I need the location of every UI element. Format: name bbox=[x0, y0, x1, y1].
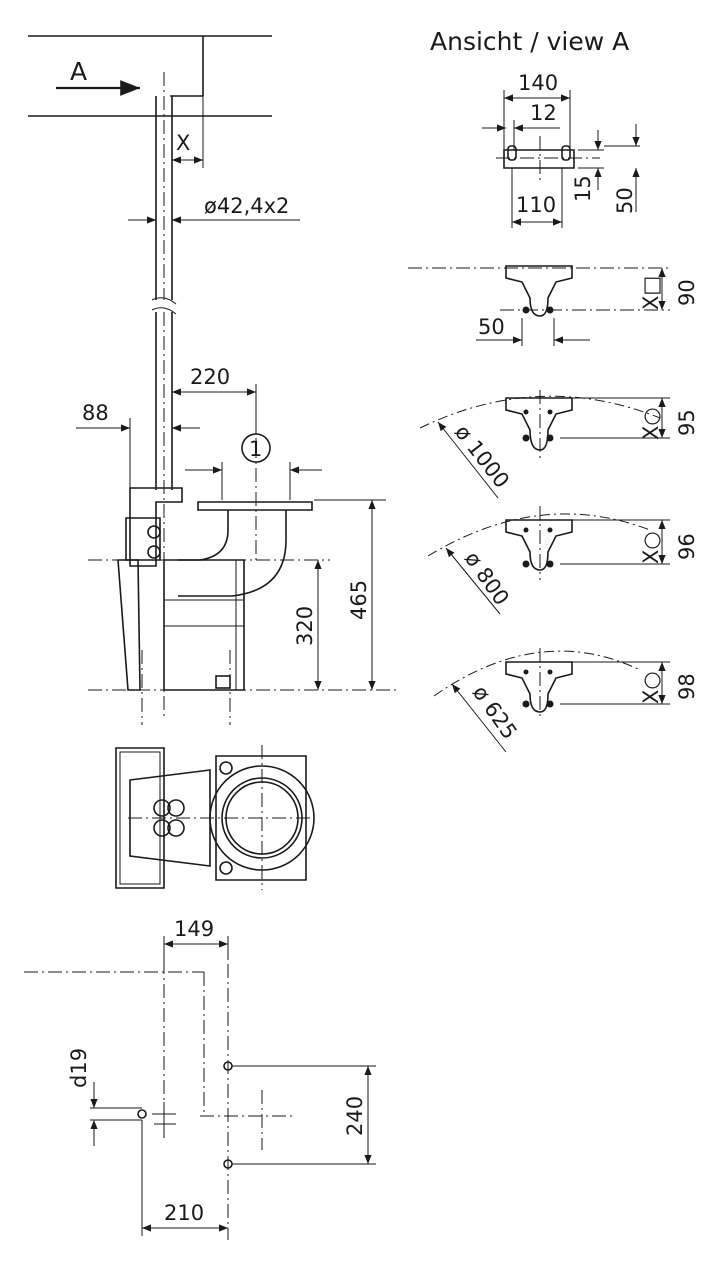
variant-1-x-value: 90 bbox=[675, 279, 699, 306]
dim-d19: d19 bbox=[67, 1048, 98, 1146]
dim-210-label: 210 bbox=[164, 1201, 204, 1225]
dim-110-label: 110 bbox=[516, 193, 556, 217]
variant-3-x-value: 96 bbox=[675, 533, 699, 560]
dim-d19-label: d19 bbox=[67, 1048, 91, 1088]
dim-50-top: 50 bbox=[604, 124, 640, 214]
variant-3-diameter-label: ø 800 bbox=[460, 547, 514, 610]
variant-square: X□ 90 50 bbox=[408, 265, 699, 346]
dim-pipe-diameter: ø42,4x2 bbox=[128, 194, 300, 224]
dim-220: 220 bbox=[172, 365, 257, 430]
dim-210: 210 bbox=[141, 1120, 228, 1236]
dim-149-label: 149 bbox=[174, 917, 214, 941]
view-a-bracket bbox=[496, 136, 600, 180]
callout-1: 1 bbox=[185, 433, 322, 500]
view-arrow-label: A bbox=[70, 57, 87, 86]
dim-220-label: 220 bbox=[190, 365, 230, 389]
dim-240: 240 bbox=[232, 1065, 376, 1165]
dim-50-top-label: 50 bbox=[613, 187, 637, 214]
dim-x: X bbox=[172, 96, 204, 168]
pump-side-view bbox=[88, 420, 400, 725]
variant-1-width-label: 50 bbox=[478, 315, 505, 339]
dim-140: 140 bbox=[503, 71, 571, 150]
dim-149: 149 bbox=[163, 917, 229, 960]
dim-320-label: 320 bbox=[293, 606, 317, 646]
variant-d1000: X○ 95 ø 1000 bbox=[419, 390, 699, 499]
view-a-title: Ansicht / view A bbox=[430, 27, 629, 56]
dim-x-label: X bbox=[176, 131, 190, 155]
variant-2-diameter-label: ø 1000 bbox=[450, 420, 514, 492]
dim-88-label: 88 bbox=[82, 401, 109, 425]
dim-140-label: 140 bbox=[518, 71, 558, 95]
dim-465-label: 465 bbox=[347, 580, 371, 620]
dim-15: 15 bbox=[571, 130, 604, 202]
mounting-rail bbox=[28, 35, 272, 117]
dim-320: 320 bbox=[293, 560, 322, 690]
dim-15-label: 15 bbox=[571, 175, 595, 202]
variant-2-x-label: X○ bbox=[639, 407, 663, 440]
variant-4-x-value: 98 bbox=[675, 673, 699, 700]
dim-pipe-label: ø42,4x2 bbox=[204, 194, 289, 218]
dim-12-label: 12 bbox=[530, 101, 557, 125]
dim-88: 88 bbox=[76, 401, 200, 490]
dim-110: 110 bbox=[511, 168, 563, 228]
dim-465: 465 bbox=[347, 500, 376, 690]
variant-4-x-label: X○ bbox=[639, 671, 663, 704]
footprint-plan bbox=[24, 940, 292, 1240]
variant-2-x-value: 95 bbox=[675, 409, 699, 436]
variant-3-x-label: X○ bbox=[639, 531, 663, 564]
dim-12: 12 bbox=[482, 101, 560, 150]
view-a-arrow: A bbox=[56, 57, 140, 96]
variant-d625: X○ 98 ø 625 bbox=[433, 648, 699, 753]
variant-1-x-label: X□ bbox=[639, 276, 663, 310]
variant-d800: X○ 96 ø 800 bbox=[427, 506, 699, 615]
pump-top-view bbox=[115, 745, 315, 890]
dim-240-label: 240 bbox=[343, 1096, 367, 1136]
variant-4-diameter-label: ø 625 bbox=[468, 681, 522, 744]
